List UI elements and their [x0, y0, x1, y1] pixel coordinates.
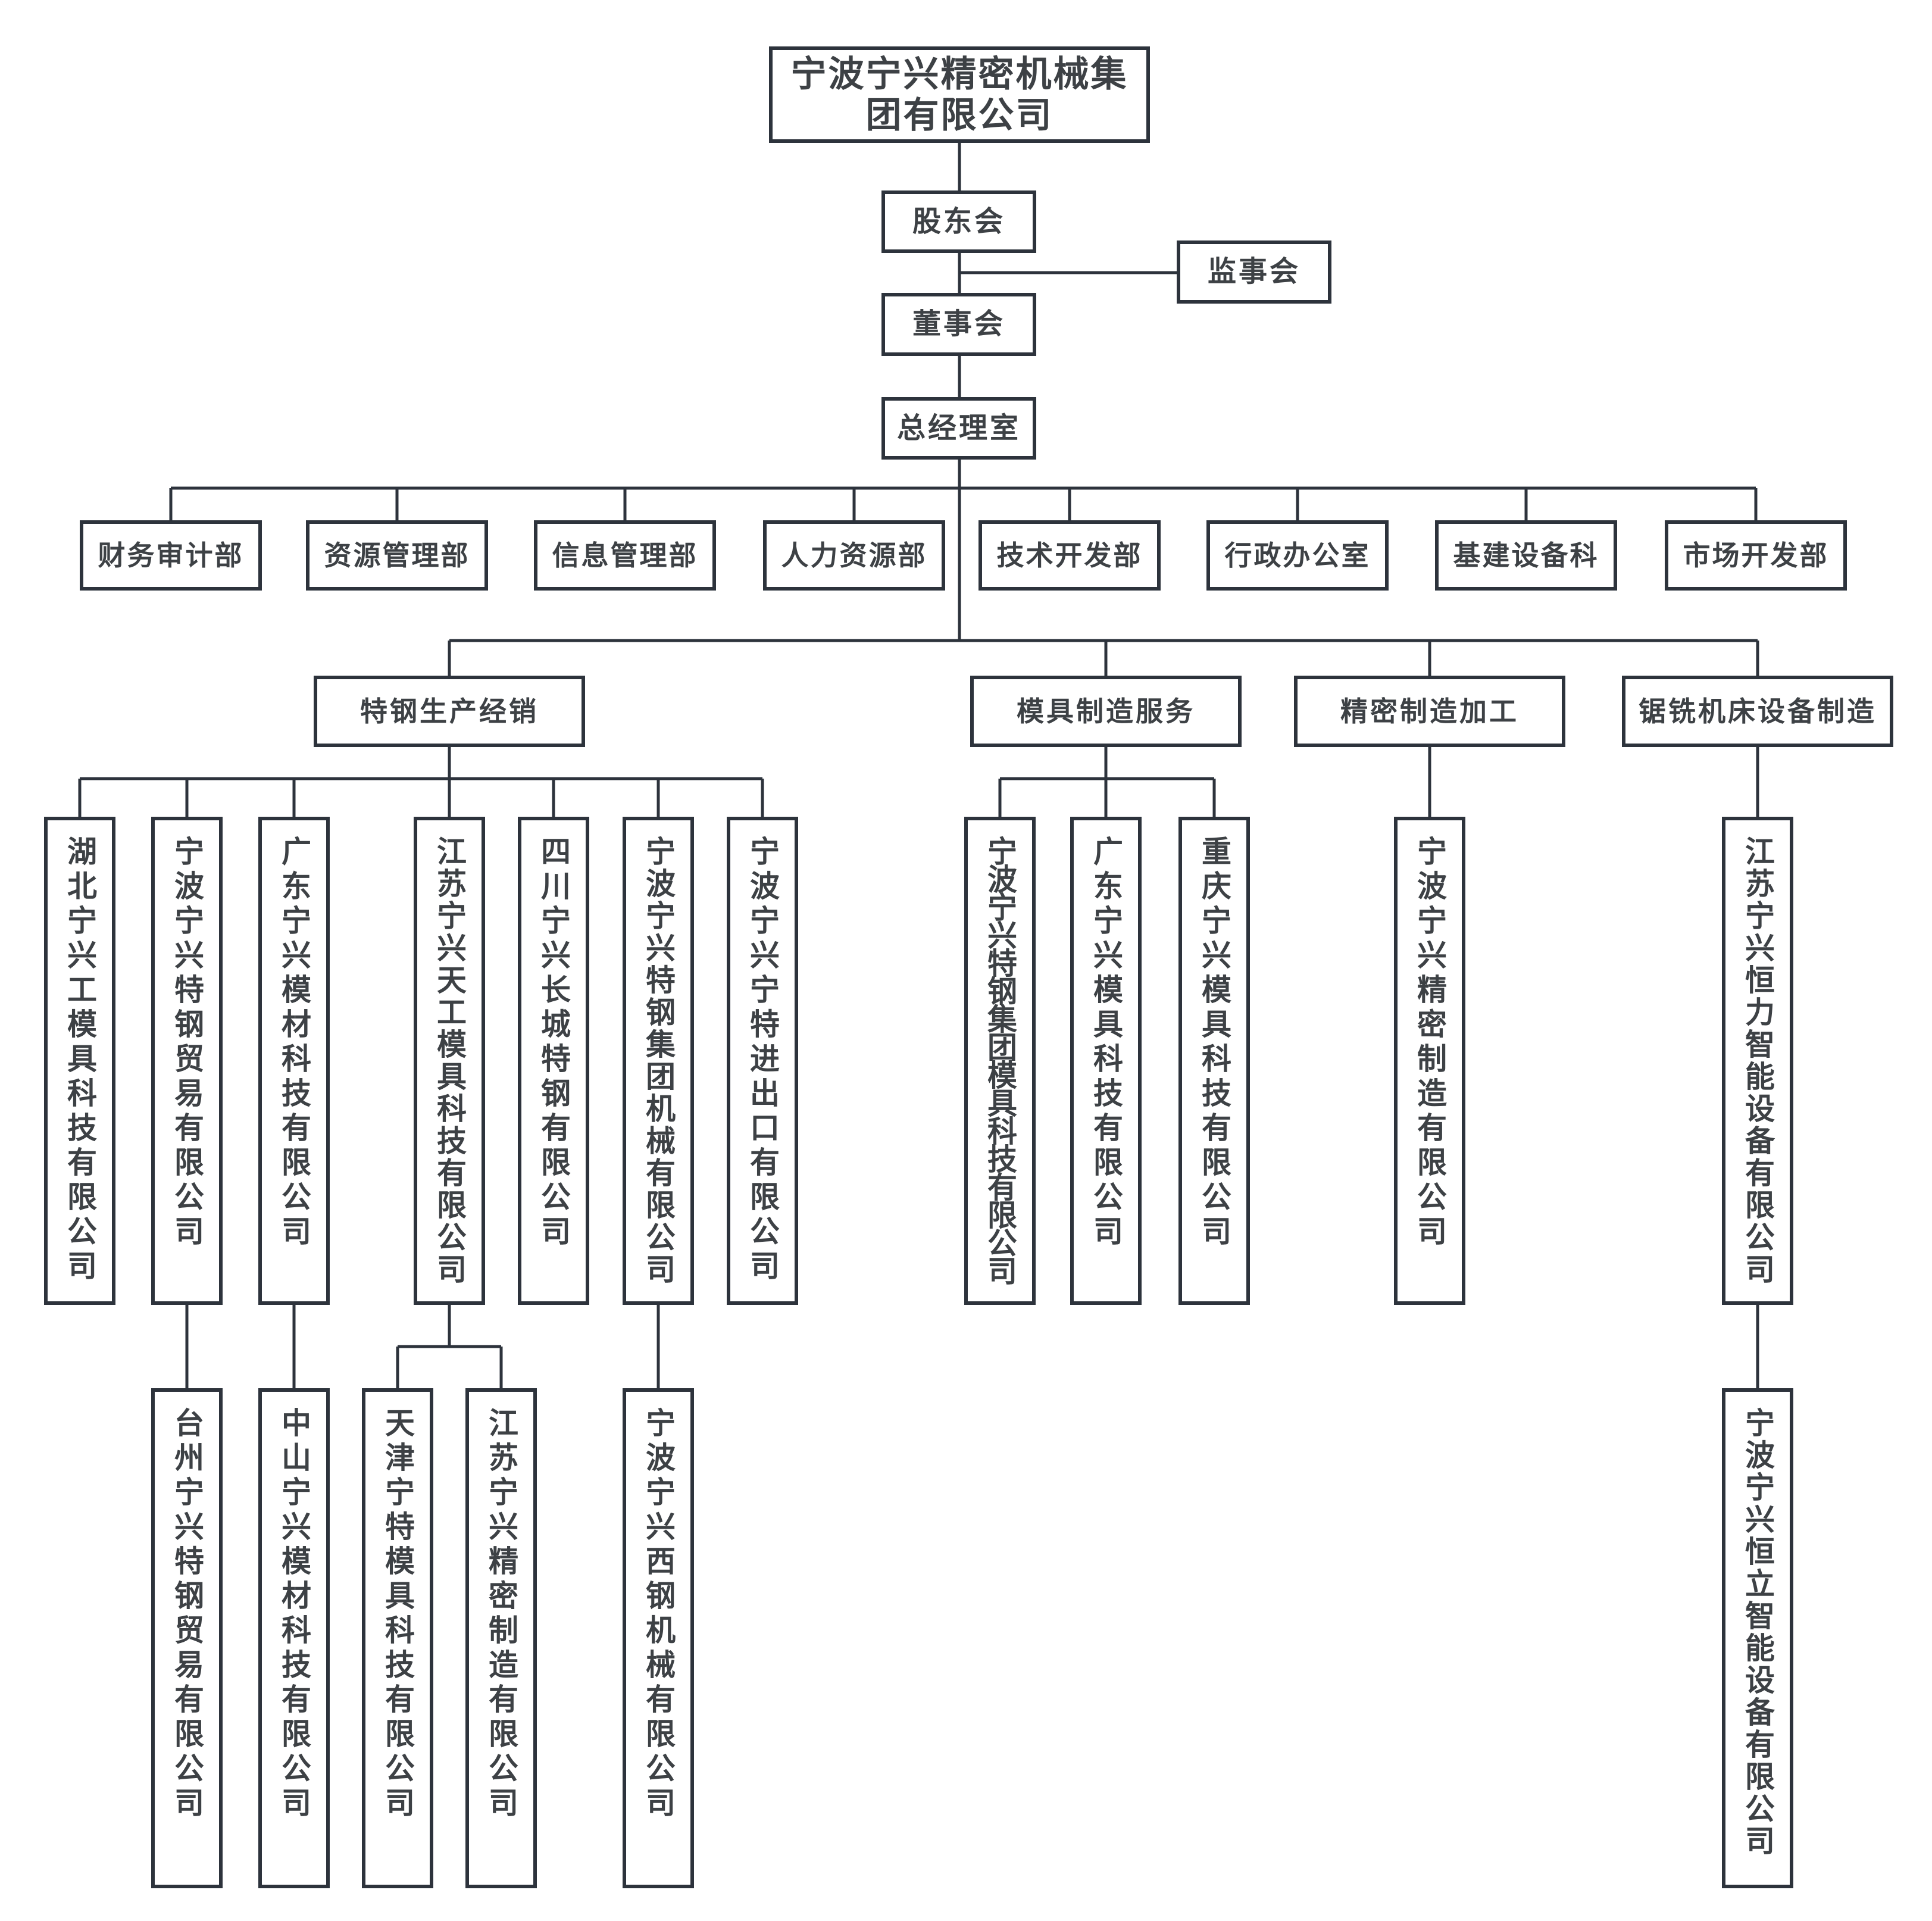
dept-box-finance-audit: 财务审计部 — [80, 520, 262, 591]
company-box-jiangsu-precision-manufacturing: 江苏宁兴精密制造有限公司 — [465, 1388, 537, 1888]
org-node-shareholders-meeting: 股东会 — [881, 190, 1036, 253]
dept-box-administrative-office: 行政办公室 — [1206, 520, 1389, 591]
company-box-chongqing-mould-tech: 重庆宁兴模具科技有限公司 — [1178, 817, 1250, 1305]
company-box-tianjin-ningte-mould: 天津宁特模具科技有限公司 — [362, 1388, 433, 1888]
division-box-special-steel: 特钢生产经销 — [314, 676, 585, 747]
company-box-ningbo-xigang-machinery: 宁波宁兴西钢机械有限公司 — [623, 1388, 694, 1888]
dept-box-technology-development: 技术开发部 — [978, 520, 1161, 591]
dept-box-infrastructure-equipment: 基建设备科 — [1435, 520, 1617, 591]
company-box-ningbo-steel-group-machinery: 宁波宁兴特钢集团机械有限公司 — [623, 817, 694, 1305]
division-box-precision-machining: 精密制造加工 — [1294, 676, 1565, 747]
org-node-general-manager-office: 总经理室 — [881, 397, 1036, 460]
dept-box-human-resources: 人力资源部 — [763, 520, 945, 591]
company-box-jiangsu-tiangong-mould: 江苏宁兴天工模具科技有限公司 — [414, 817, 485, 1305]
division-box-sawing-milling-equipment: 锯铣机床设备制造 — [1622, 676, 1893, 747]
company-box-zhongshan-mold-material: 中山宁兴模材科技有限公司 — [258, 1388, 330, 1888]
company-box-ningbo-ningte-import-export: 宁波宁兴宁特进出口有限公司 — [727, 817, 798, 1305]
company-box-guangdong-mould-tech: 广东宁兴模具科技有限公司 — [1070, 817, 1142, 1305]
org-node-root: 宁波宁兴精密机械集团有限公司 — [769, 46, 1150, 143]
company-box-ningbo-special-steel-trading: 宁波宁兴特钢贸易有限公司 — [151, 817, 223, 1305]
company-box-taizhou-special-steel-trading: 台州宁兴特钢贸易有限公司 — [151, 1388, 223, 1888]
division-box-mould-manufacturing: 模具制造服务 — [970, 676, 1242, 747]
company-box-guangdong-mold-material: 广东宁兴模材科技有限公司 — [258, 817, 330, 1305]
dept-box-resource-management: 资源管理部 — [306, 520, 488, 591]
company-box-sichuan-changcheng-steel: 四川宁兴长城特钢有限公司 — [518, 817, 589, 1305]
company-box-ningbo-precision-manufacturing: 宁波宁兴精密制造有限公司 — [1394, 817, 1465, 1305]
company-box-ningbo-steel-group-mould-tech: 宁波宁兴特钢集团模具科技有限公司 — [964, 817, 1036, 1305]
org-node-board-of-directors: 董事会 — [881, 293, 1036, 356]
dept-box-information-management: 信息管理部 — [534, 520, 716, 591]
dept-box-market-development: 市场开发部 — [1665, 520, 1847, 591]
company-box-ningbo-hengli-intelligent-equipment: 宁波宁兴恒立智能设备有限公司 — [1722, 1388, 1793, 1888]
company-box-hubei-ninggong-mould: 湖北宁兴工模具科技有限公司 — [44, 817, 115, 1305]
company-box-jiangsu-hengli-intelligent-equipment: 江苏宁兴恒力智能设备有限公司 — [1722, 817, 1793, 1305]
org-node-supervisory-board: 监事会 — [1177, 240, 1331, 304]
